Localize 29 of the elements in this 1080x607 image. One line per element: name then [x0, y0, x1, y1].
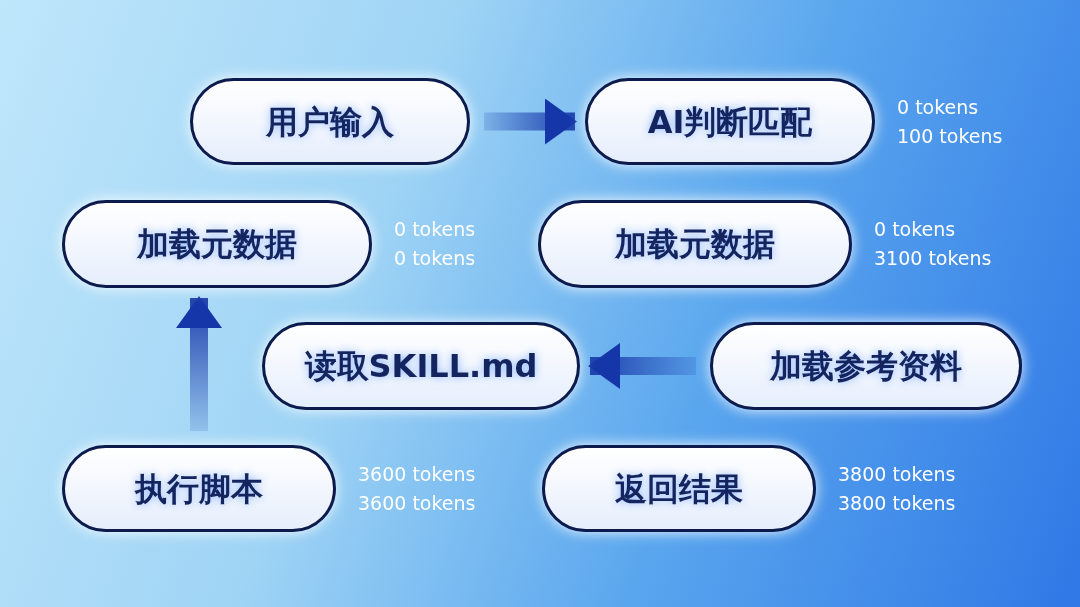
token-count: 100 tokens — [897, 123, 1003, 149]
process-pill — [585, 78, 875, 165]
process-pill — [62, 445, 336, 532]
token-count: 3800 tokens — [838, 490, 956, 516]
step-label: 执行脚本 — [135, 468, 263, 510]
token-count: 0 tokens — [874, 217, 957, 242]
step-label: AI判断匹配 — [647, 101, 813, 143]
token-count: 3600 tokens — [358, 490, 476, 516]
step-label: 返回结果 — [615, 468, 743, 510]
step-label: 加载元数据 — [615, 224, 775, 265]
step-label: 加载元数据 — [137, 224, 297, 265]
process-pill — [538, 200, 852, 288]
token-count: 3100 tokens — [874, 246, 992, 271]
process-pill — [710, 322, 1022, 410]
token-count: 3600 tokens — [358, 461, 476, 487]
step-label: 读取SKILL.md — [304, 346, 538, 387]
arrow — [176, 296, 222, 431]
token-count: 3800 tokens — [838, 461, 956, 487]
arrow — [588, 343, 696, 389]
step-label: 用户输入 — [266, 101, 394, 143]
token-count: 0 tokens — [394, 246, 476, 271]
token-count: 0 tokens — [897, 94, 980, 120]
step-label: 加载参考资料 — [770, 346, 962, 387]
process-pill — [62, 200, 372, 288]
process-pill — [262, 322, 580, 410]
token-count: 0 tokens — [394, 217, 476, 242]
arrow — [484, 98, 577, 145]
process-pill — [190, 78, 470, 165]
process-pill — [542, 445, 816, 532]
